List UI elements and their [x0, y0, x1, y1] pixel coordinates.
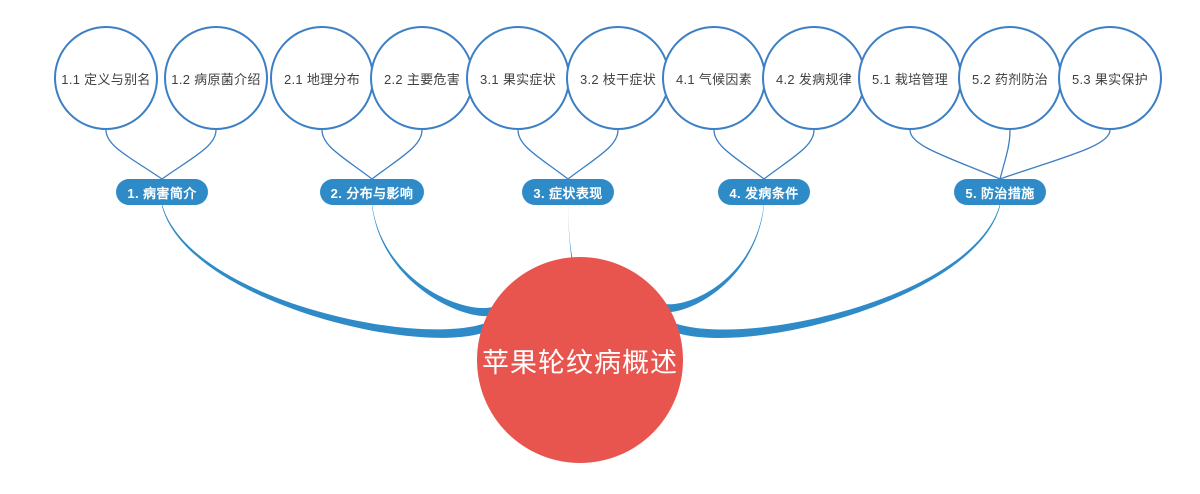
leaf-edge	[105, 129, 163, 180]
leaf-edge	[371, 129, 423, 180]
leaf-node-label: 3.1 果实症状	[479, 71, 557, 87]
leaf-node-2-2[interactable]: 2.2 主要危害	[370, 26, 474, 130]
branch-node-label: 2. 分布与影响	[330, 185, 414, 201]
leaf-node-1-2[interactable]: 1.2 病原菌介绍	[164, 26, 268, 130]
leaf-node-label: 2.2 主要危害	[383, 71, 461, 87]
leaf-node-label: 4.1 气候因素	[675, 71, 753, 87]
leaf-node-label: 2.1 地理分布	[283, 71, 361, 87]
leaf-node-label: 3.2 枝干症状	[579, 71, 657, 87]
leaf-node-2-1[interactable]: 2.1 地理分布	[270, 26, 374, 130]
leaf-edge-group	[105, 129, 1111, 180]
branch-node-3[interactable]: 3. 症状表现	[522, 179, 614, 205]
branch-node-label: 4. 发病条件	[729, 185, 799, 201]
leaf-edge	[567, 129, 619, 180]
branch-node-label: 5. 防治措施	[965, 185, 1035, 201]
leaf-node-label: 5.2 药剂防治	[971, 71, 1049, 87]
leaf-edge	[161, 129, 217, 180]
leaf-edge	[999, 129, 1011, 180]
leaf-node-5-1[interactable]: 5.1 栽培管理	[858, 26, 962, 130]
leaf-node-4-2[interactable]: 4.2 发病规律	[762, 26, 866, 130]
root-node-label: 苹果轮纹病概述	[482, 347, 678, 379]
root-node[interactable]: 苹果轮纹病概述	[477, 257, 683, 463]
leaf-node-4-1[interactable]: 4.1 气候因素	[662, 26, 766, 130]
leaf-edge	[999, 129, 1111, 180]
leaf-edge	[713, 129, 765, 180]
branch-node-label: 1. 病害简介	[127, 185, 197, 201]
leaf-node-5-3[interactable]: 5.3 果实保护	[1058, 26, 1162, 130]
leaf-node-label: 5.3 果实保护	[1071, 71, 1149, 87]
leaf-edge	[321, 129, 373, 180]
leaf-node-label: 1.1 定义与别名	[61, 71, 151, 87]
branch-node-label: 3. 症状表现	[533, 185, 603, 201]
leaf-node-label: 5.1 栽培管理	[871, 71, 949, 87]
leaf-node-1-1[interactable]: 1.1 定义与别名	[54, 26, 158, 130]
leaf-edge	[517, 129, 569, 180]
branch-node-1[interactable]: 1. 病害简介	[116, 179, 208, 205]
leaf-node-3-1[interactable]: 3.1 果实症状	[466, 26, 570, 130]
branch-node-5[interactable]: 5. 防治措施	[954, 179, 1046, 205]
leaf-edge	[763, 129, 815, 180]
leaf-node-label: 1.2 病原菌介绍	[171, 71, 261, 87]
leaf-node-5-2[interactable]: 5.2 药剂防治	[958, 26, 1062, 130]
leaf-node-label: 4.2 发病规律	[775, 71, 853, 87]
branch-node-2[interactable]: 2. 分布与影响	[320, 179, 424, 205]
leaf-node-3-2[interactable]: 3.2 枝干症状	[566, 26, 670, 130]
leaf-edge	[909, 129, 1001, 180]
branch-node-4[interactable]: 4. 发病条件	[718, 179, 810, 205]
